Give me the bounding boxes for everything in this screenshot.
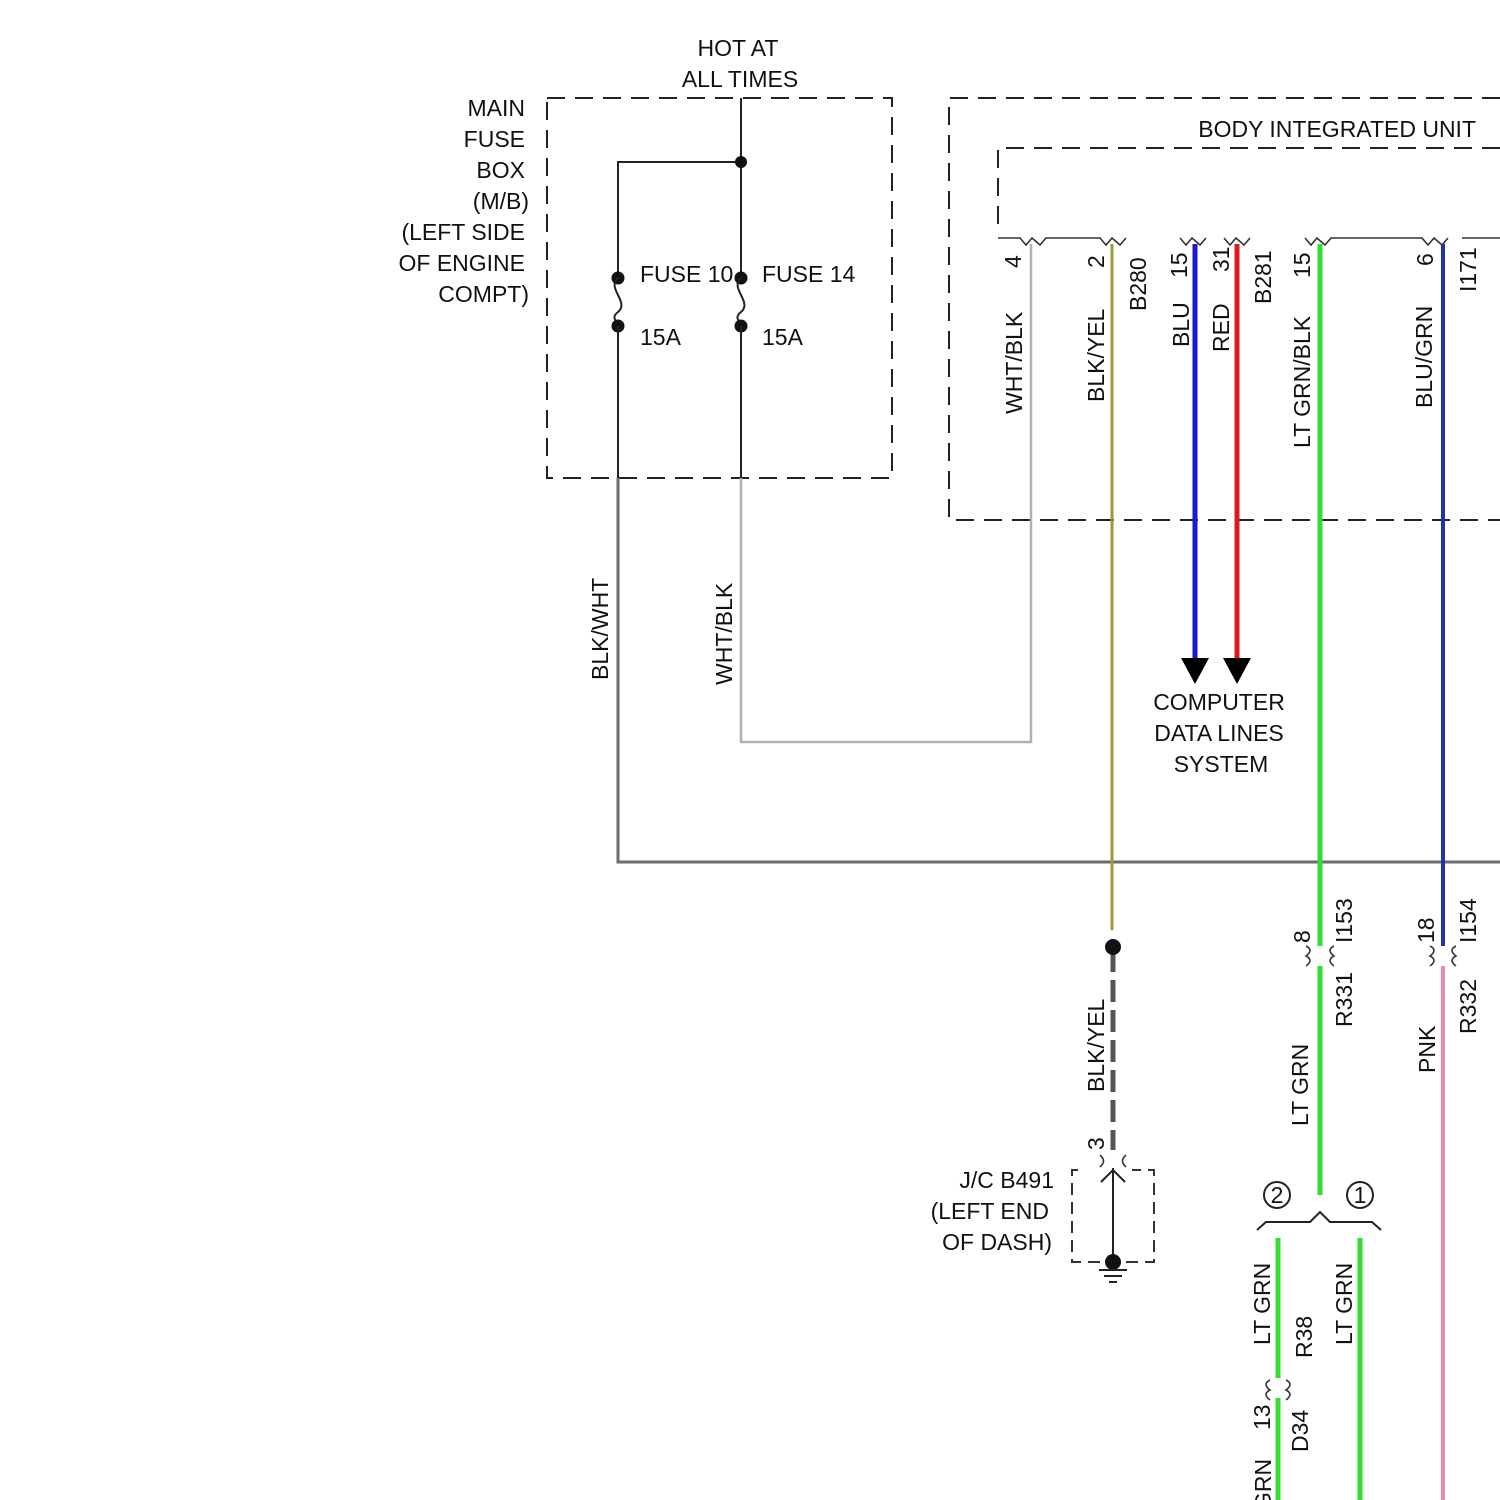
fuse-box-label-line: MAIN <box>468 95 526 121</box>
branch-brace <box>1257 1212 1381 1230</box>
junction-connector-top <box>1100 1155 1126 1167</box>
connector-id: B281 <box>1250 250 1276 304</box>
fuse-box-label-line: BOX <box>476 157 525 183</box>
wire-label: BLK/YEL <box>1083 998 1109 1092</box>
wire-label: BLK/YEL <box>1083 308 1109 402</box>
junction-label-line: (LEFT END <box>931 1198 1049 1224</box>
wire-label: RED <box>1208 303 1234 352</box>
wire-label: BLU/GRN <box>1411 306 1437 408</box>
junction-label-line: J/C B491 <box>959 1167 1054 1193</box>
computer-data-label-line: SYSTEM <box>1174 751 1269 777</box>
hot-at-label: HOT AT <box>698 35 779 61</box>
wire-label: BLK/WHT <box>587 578 613 680</box>
pin-number: 18 <box>1413 917 1439 943</box>
connector-id: D34 <box>1287 1410 1313 1452</box>
unit-connector-outline <box>998 238 1500 245</box>
blk-wht-wire <box>618 478 1500 862</box>
fuse-box-label-line: COMPT) <box>438 281 529 307</box>
connector-id: R331 <box>1331 972 1357 1027</box>
connector-id: R332 <box>1455 979 1481 1034</box>
wire-label: PNK <box>1414 1025 1440 1073</box>
branch-marker-2-label: 2 <box>1271 1182 1284 1208</box>
wire-label: GRN <box>1250 1459 1276 1500</box>
wire-label: LT GRN <box>1331 1263 1357 1345</box>
computer-data-label-line: DATA LINES <box>1154 720 1284 746</box>
pin-number: 8 <box>1289 930 1315 943</box>
fuse-10-rating: 15A <box>640 324 682 350</box>
fuse-box-label-line: (M/B) <box>473 188 529 214</box>
computer-data-label-line: COMPUTER <box>1153 689 1285 715</box>
inline-connector-d34 <box>1266 1380 1290 1400</box>
wire-label: LT GRN <box>1287 1044 1313 1126</box>
junction-arrow <box>1101 1168 1125 1262</box>
inline-connector-i153 <box>1306 946 1334 966</box>
ground-dot <box>1105 1254 1121 1270</box>
fuse-14-rating: 15A <box>762 324 804 350</box>
pin-number: 2 <box>1083 255 1109 268</box>
body-unit-inner-boundary <box>998 148 1500 226</box>
pin-number: 31 <box>1208 246 1234 272</box>
wire-label: BLU <box>1168 302 1194 347</box>
fuse-10-symbol <box>614 278 621 326</box>
wire-label: WHT/BLK <box>711 582 737 685</box>
fuse-14-name: FUSE 14 <box>762 261 856 287</box>
fuse-14-symbol <box>737 278 744 326</box>
data-line-arrow <box>1223 658 1251 684</box>
pin-number: 15 <box>1166 252 1192 278</box>
fuse-box-boundary <box>547 98 892 478</box>
inline-connector-i154 <box>1430 946 1456 966</box>
pin-number: 15 <box>1289 252 1315 278</box>
pin-number: 4 <box>1000 255 1026 268</box>
ground-icon <box>1099 1270 1127 1282</box>
data-line-arrow <box>1181 658 1209 684</box>
branch-marker-1-label: 1 <box>1354 1182 1367 1208</box>
connector-id: I154 <box>1455 898 1481 943</box>
pin-number: 3 <box>1083 1137 1109 1150</box>
all-times-label: ALL TIMES <box>682 66 798 92</box>
fuse-10-name: FUSE 10 <box>640 261 733 287</box>
connector-id: I171 <box>1455 247 1481 292</box>
wht-blk-wire <box>741 244 1031 742</box>
junction-label-line: OF DASH) <box>942 1229 1052 1255</box>
wire-label: WHT/BLK <box>1001 311 1027 414</box>
splice-dot <box>1105 939 1121 955</box>
connector-id: B280 <box>1125 257 1151 311</box>
fuse-box-label: MAIN FUSE BOX (M/B) (LEFT SIDE OF ENGINE… <box>398 95 529 307</box>
wire-label: LT GRN/BLK <box>1289 315 1315 448</box>
fuse-box-label-line: (LEFT SIDE <box>401 219 525 245</box>
pin-number: 13 <box>1249 1404 1275 1430</box>
wire-label: LT GRN <box>1249 1263 1275 1345</box>
connector-id: I153 <box>1331 898 1357 943</box>
body-unit-title: BODY INTEGRATED UNIT <box>1198 116 1476 142</box>
pin-number: 6 <box>1412 253 1438 266</box>
fuse-box-label-line: FUSE <box>464 126 525 152</box>
fuse-box-label-line: OF ENGINE <box>398 250 525 276</box>
splice-dot <box>735 156 747 168</box>
connector-id: R38 <box>1291 1316 1317 1358</box>
